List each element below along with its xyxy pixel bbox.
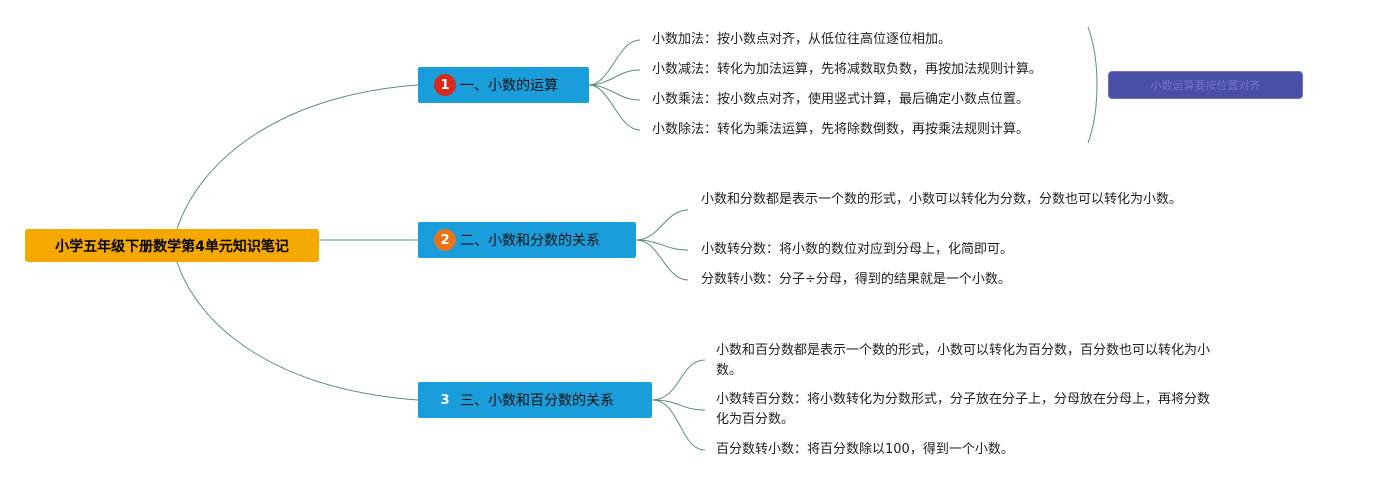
- link-b2-leaf-3: [635, 239, 689, 281]
- leaf-2-2[interactable]: 小数转分数：将小数的数位对应到分母上，化简即可。: [701, 242, 1014, 257]
- leaf-3-1[interactable]: 小数和百分数都是表示一个数的形式，小数可以转化为百分数，百分数也可以转化为小数。: [716, 343, 1211, 378]
- leaf-2-3[interactable]: 分数转小数：分子÷分母，得到的结果就是一个小数。: [701, 272, 1011, 287]
- root-node[interactable]: 小学五年级下册数学第4单元知识笔记: [25, 229, 319, 262]
- link-b1-leaf-4: [588, 84, 641, 131]
- link-b1-leaf-2: [588, 69, 641, 86]
- leaf-1-3[interactable]: 小数乘法：按小数点对齐，使用竖式计算，最后确定小数点位置。: [652, 92, 1030, 107]
- link-b1-leaf-1: [588, 39, 641, 86]
- branch-label-3: 三、小数和百分数的关系: [460, 393, 614, 409]
- branch-label-2: 二、小数和分数的关系: [460, 233, 600, 249]
- branch-node-1[interactable]: 1 一、小数的运算: [418, 67, 589, 103]
- priority-3-icon: 3: [434, 389, 456, 411]
- leaf-2-1[interactable]: 小数和分数都是表示一个数的形式，小数可以转化为分数，分数也可以转化为小数。: [701, 192, 1183, 207]
- link-b3-leaf-3: [651, 399, 706, 451]
- summary-node[interactable]: 小数运算要按位置对齐: [1108, 71, 1303, 99]
- summary-label: 小数运算要按位置对齐: [1150, 79, 1261, 92]
- leaf-1-4[interactable]: 小数除法：转化为乘法运算，先将除数倒数，再按乘法规则计算。: [652, 122, 1030, 137]
- leaf-1-1[interactable]: 小数加法：按小数点对齐，从低位往高位逐位相加。: [652, 32, 952, 47]
- link-b3-leaf-2: [651, 399, 706, 411]
- root-label: 小学五年级下册数学第4单元知识笔记: [55, 238, 289, 255]
- link-b2-leaf-1: [635, 209, 689, 241]
- summary-brace: [1087, 26, 1098, 144]
- priority-1-icon: 1: [434, 74, 456, 96]
- branch-node-2[interactable]: 2 二、小数和分数的关系: [418, 222, 636, 258]
- link-b3-leaf-1: [651, 359, 706, 401]
- leaf-3-2[interactable]: 小数转百分数：将小数转化为分数形式，分子放在分子上，分母放在分母上，再将分数化为…: [716, 392, 1211, 427]
- link-root-branch-3: [176, 261, 419, 401]
- leaf-1-2[interactable]: 小数减法：转化为加法运算，先将减数取负数，再按加法规则计算。: [652, 62, 1043, 77]
- branch-label-1: 一、小数的运算: [460, 78, 558, 94]
- branch-node-3[interactable]: 3 三、小数和百分数的关系: [418, 382, 652, 418]
- link-root-branch-1: [176, 84, 419, 230]
- leaf-3-3[interactable]: 百分数转小数：将百分数除以100，得到一个小数。: [716, 442, 1014, 457]
- priority-2-icon: 2: [434, 229, 456, 251]
